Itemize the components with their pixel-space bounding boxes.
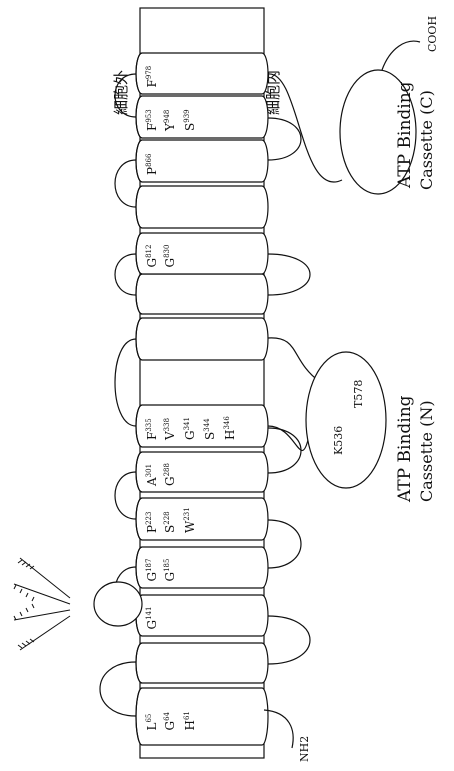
linker-to-nbd-n [268, 426, 308, 450]
extracellular-loop-6 [115, 160, 136, 207]
linker-from-nbd-n [268, 338, 320, 382]
nbd-n-subtitle: Cassette (N) [417, 400, 436, 502]
helix-2 [136, 643, 268, 683]
extracellular-loop-1 [100, 662, 136, 716]
atp-binding-cassette-n [306, 352, 386, 488]
n-terminus-label: NH2 [298, 736, 311, 762]
glycosylated-loop [94, 582, 142, 626]
nbd-c-subtitle: Cassette (C) [417, 90, 436, 190]
glycosylation-chain [14, 558, 70, 650]
k536-residue: K536 [332, 426, 345, 455]
extracellular-loop-3 [115, 472, 136, 519]
helix-11 [136, 186, 268, 228]
intracellular-loop-5 [268, 118, 301, 160]
nbd-n-title: ATP Binding [395, 395, 415, 503]
t578-residue: T578 [352, 380, 365, 408]
intracellular-loop-1 [268, 616, 310, 664]
intracellular-loop-2 [268, 520, 301, 568]
c-terminus-label: COOH [426, 16, 439, 52]
intracellular-loop-3 [268, 428, 301, 473]
transmembrane-helices [136, 53, 268, 745]
intracellular-loop-4 [268, 254, 310, 295]
helix-8 [136, 318, 268, 360]
helix-9 [136, 274, 268, 314]
extracellular-loop-4 [115, 339, 136, 426]
helix-1 [136, 688, 268, 745]
nbd-c-title: ATP Binding [395, 81, 415, 189]
extracellular-loop-5 [115, 254, 136, 295]
c-terminus-tail [382, 41, 420, 70]
